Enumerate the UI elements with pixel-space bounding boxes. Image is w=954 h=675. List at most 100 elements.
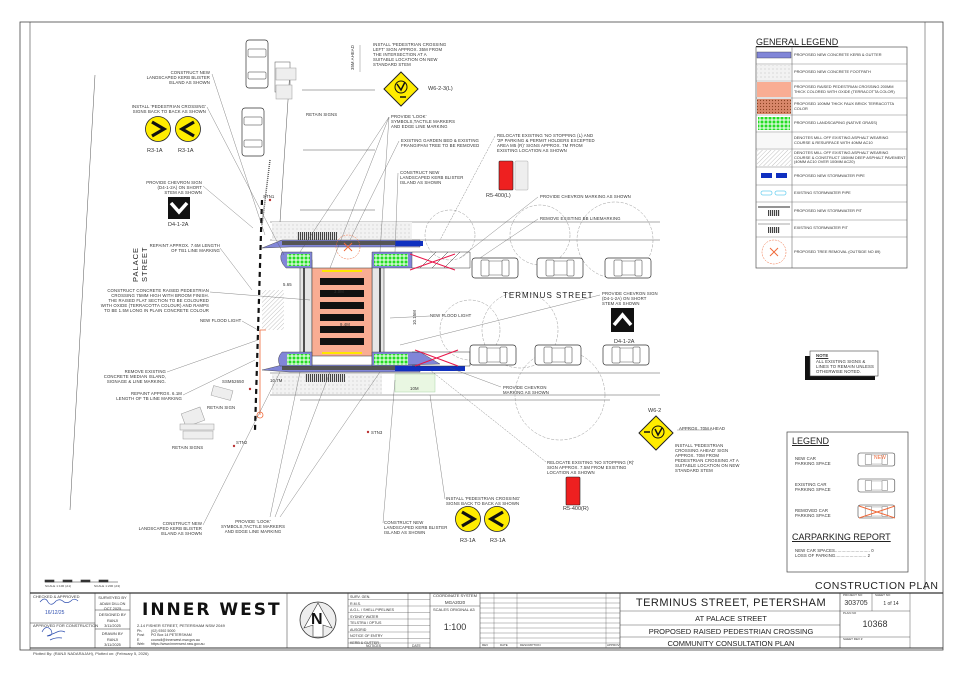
chevron-sign-left	[168, 197, 190, 219]
report-new-spaces: NEW CAR SPACES..........................…	[795, 548, 874, 553]
note-chevron-sign-right: PROVIDE CHEVRON SIGN (D4-1-2A) ON SHORT …	[602, 291, 658, 307]
scale-value: 1:100	[443, 622, 467, 632]
dimension: 3.0m	[334, 289, 344, 294]
dimension: 10m	[410, 386, 419, 391]
note-remove-median: REMOVE EXISTING CONCRETE MEDIAN ISLAND, …	[103, 369, 166, 385]
crossing-left-sign	[383, 71, 419, 107]
survey-stations	[232, 198, 370, 448]
note-relocate-no-stopping-r: RELOCATE EXISTING 'NO STOPPING (R)' SIGN…	[547, 460, 635, 476]
designed-name: RANJI	[107, 618, 118, 623]
note-title: NOTE	[816, 353, 829, 358]
sheet-no: 1 of 14	[883, 601, 899, 607]
note-relocate-no-stopping-l: RELOCATE EXISTING 'NO STOPPING (L) AND '…	[497, 133, 595, 154]
note-look-bottom: PROVIDE 'LOOK' SYMBOLS,TACTILE MARKERS A…	[220, 519, 286, 535]
surveyed-label: SURVEYED BY	[98, 595, 127, 600]
label-stn3: STN3	[371, 430, 383, 435]
contact-key: Ph.	[137, 629, 143, 633]
plan-no-label: PLAN NO	[843, 611, 857, 615]
note-chevron-marking-bottom: PROVIDE CHEVRON MARKING AS SHOWN	[503, 385, 550, 396]
project-no: 303705	[844, 600, 868, 607]
project-description: PROPOSED RAISED PEDESTRIAN CROSSING	[648, 627, 814, 636]
sign-code-d4-1-2a: D4-1-2A	[614, 339, 635, 345]
scale-bar	[44, 579, 118, 583]
note-blister-bottom-left: CONSTRUCT NEW LANDSCAPED KERB BLISTER IS…	[138, 521, 202, 537]
label-stn2: STN2	[236, 440, 248, 445]
sign-code-r5-400r: R5-400(R)	[563, 506, 589, 512]
legend-item: EXISTING STORMWATER PIPE	[794, 190, 851, 196]
label-ssm: SSM52650	[222, 379, 245, 384]
surveyed-date: OCT 2025	[103, 606, 122, 611]
note-blister-top-left: CONSTRUCT NEW LANDSCAPED KERB BLISTER IS…	[146, 70, 210, 86]
dimension: 10.15m	[411, 310, 417, 325]
note-ped-signs-top: INSTALL 'PEDESTRIAN CROSSING' SIGNS BACK…	[131, 104, 206, 115]
mill-resurface-area	[262, 290, 284, 330]
rev-description-header: DESCRIPTION	[520, 643, 541, 647]
note-approx-70m: APPROX. 70m AHEAD	[679, 426, 726, 431]
sign-code-w6-2: W6-2	[648, 408, 662, 414]
rev-date-header: DATE	[500, 643, 508, 647]
designed-date: 3/11/2025	[104, 623, 121, 628]
note-look-top: PROVIDE 'LOOK' SYMBOLS,TACTILE MARKERS A…	[391, 114, 456, 130]
no-stopping-sign-left	[498, 160, 529, 191]
tree-removal-marker	[335, 234, 361, 260]
legend-item: PROPOSED RAISED PEDESTRIAN CROSSING 200m…	[794, 83, 895, 94]
scale-label-left: SCALE 1:100 (A1)	[45, 584, 72, 588]
pedestrian-crossing-signs-top	[143, 114, 203, 144]
project-no-label: PROJECT NO	[843, 593, 863, 597]
sign-code-r3-1a: R3-1A	[460, 538, 476, 544]
note-flood-light-right: NEW FLOOD LIGHT	[430, 313, 472, 318]
legend-item: PROPOSED NEW STORMWATER PIT	[794, 207, 863, 213]
notice-item: TELSTRA / OPTUS	[350, 621, 382, 625]
contact-value: https://www.innerwest.nsw.gov.au	[151, 641, 205, 646]
legend-item: PROPOSED NEW CONCRETE KERB & GUTTER	[794, 52, 882, 58]
legend-item: EXISTING STORMWATER PIT	[794, 225, 848, 231]
label-stn1: STN1	[263, 194, 275, 199]
inner-west-logo: INNER WEST	[142, 600, 282, 620]
plan-no: 10368	[862, 619, 888, 629]
legend-removed-car: REMOVED CAR PARKING SPACE	[795, 508, 831, 519]
surveyed-name: ADAM DILLON	[99, 601, 126, 606]
carparking-report-title: CARPARKING REPORT	[792, 532, 891, 542]
chevron-sign-right	[611, 308, 634, 332]
no-stopping-sign-right	[565, 476, 581, 506]
coordinate-value: MGA2020	[444, 600, 466, 605]
note-chevron-sign-left: PROVIDE CHEVRON SIGN (D4-1-2A) ON SHORT …	[146, 180, 202, 196]
ramp-markings	[303, 268, 381, 358]
chevron-markings	[412, 251, 471, 367]
note-retain-signs-left: RETAIN SIGNS	[172, 445, 204, 450]
general-legend-title: GENERAL LEGEND	[756, 37, 839, 47]
coordinate-label: COORDINATE SYSTEM	[433, 593, 477, 598]
checked-date: 16/12/25	[45, 610, 65, 616]
street-label-terminus: TERMINUS STREET	[503, 291, 594, 300]
contact-key: Web	[137, 641, 145, 646]
checked-signature	[39, 598, 79, 605]
dimension: 9.4m	[340, 322, 350, 327]
title-block-grid	[30, 592, 943, 649]
notice-item: SURV. GEN.	[350, 595, 371, 599]
legend-item: DENOTES MILL OFF EXISTING ASPHALT WEARIN…	[794, 134, 889, 145]
existing-signs	[179, 67, 297, 440]
note-retain-sign: RETAIN SIGN	[207, 405, 236, 410]
contact-value: council@innerwest.nsw.gov.au	[151, 637, 200, 642]
ramp-east	[371, 259, 385, 366]
sheet-no-label: SHEET NO	[875, 593, 891, 597]
notice-item: SYDNEY WATER	[350, 614, 379, 619]
notice-item: KERB & GUTTER	[350, 640, 379, 645]
note-crossing-ahead: INSTALL 'PEDESTRIAN CROSSING AHEAD' SIGN…	[675, 443, 740, 474]
note-flood-light-left: NEW FLOOD LIGHT	[200, 318, 242, 323]
notice-item: AUSGRID	[350, 627, 367, 632]
footpath-south	[272, 374, 382, 394]
zebra-stripes	[320, 278, 364, 345]
notices-list: SURV. GEN. R.M.S. A.G.L. / SHELL PIPELIN…	[350, 594, 394, 646]
note-blister-top-right: CONSTRUCT NEW LANDSCAPED KERB BLISTER IS…	[400, 170, 464, 186]
ramp-west	[299, 259, 313, 366]
kerb-blisters	[278, 251, 441, 367]
legend-item: PROPOSED LANDSCAPING (NATIVE GRASS)	[794, 120, 878, 126]
notice-item: NOTICE OF ENTRY	[350, 634, 383, 638]
leader-lines	[166, 45, 712, 526]
contact-key: Post	[137, 633, 145, 638]
